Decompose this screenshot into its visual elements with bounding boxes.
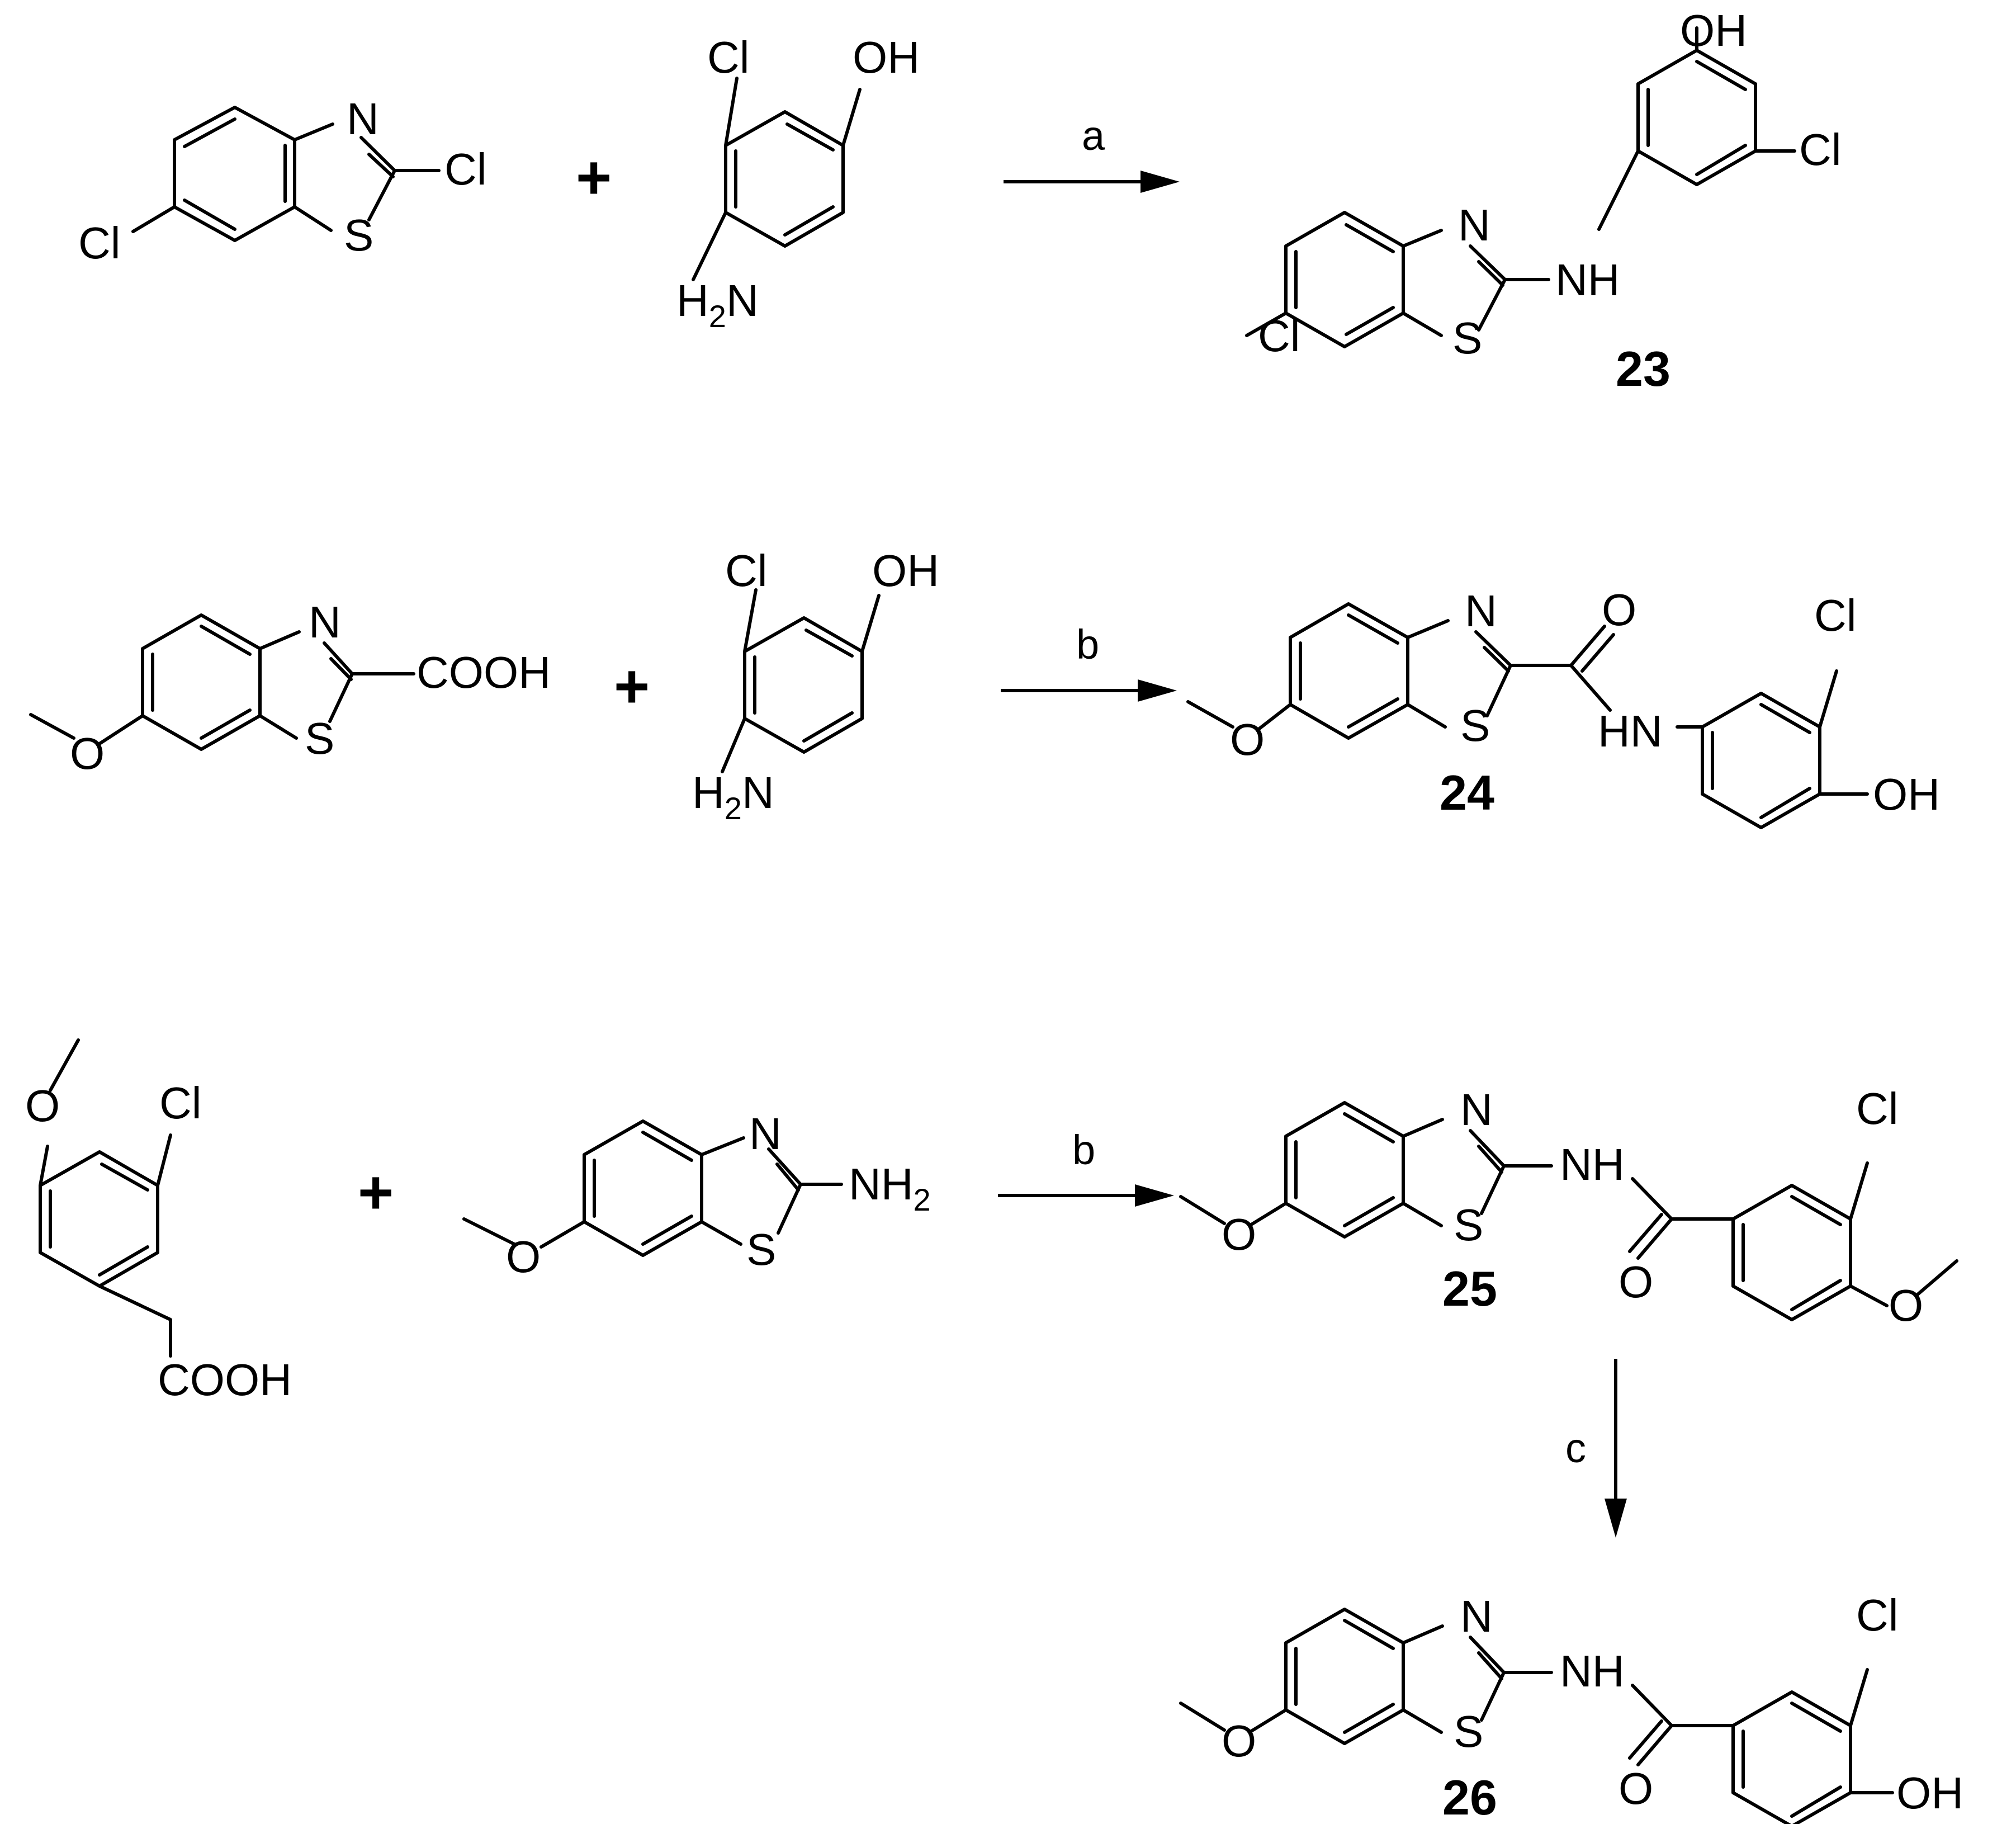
p25-atom-nh: NH xyxy=(1560,1140,1625,1189)
p25-atom-cl: Cl xyxy=(1856,1084,1899,1133)
p26-atom-o-methoxy: O xyxy=(1222,1716,1256,1766)
r1-reactant-dichlorobenzothiazole: N S Cl Cl xyxy=(78,94,487,268)
r3-condition: b xyxy=(1072,1127,1095,1173)
p25-atom-o-methoxy: O xyxy=(1222,1209,1256,1259)
p23-atom-oh: OH xyxy=(1680,6,1747,55)
r2-r1-atom-s: S xyxy=(305,713,334,763)
p23-atom-cl6: Cl xyxy=(1258,311,1300,361)
bonds xyxy=(692,77,862,281)
compound-label-23: 23 xyxy=(1616,341,1670,396)
r3-arrow-head xyxy=(1135,1184,1174,1207)
r1-plus: + xyxy=(576,143,612,212)
r3-r1-atom-cl: Cl xyxy=(159,1078,202,1128)
reaction-3: O Cl COOH + N S O NH2 b N S O NH O Cl xyxy=(25,1038,1958,1405)
r3-reactant-chloromethoxybenzoic-acid: O Cl COOH xyxy=(25,1038,292,1405)
r1-r2-atom-h2n: H2N xyxy=(676,276,759,334)
p26-atom-nh: NH xyxy=(1560,1646,1625,1696)
p25-atom-s: S xyxy=(1454,1200,1483,1250)
reaction-1: N S Cl Cl + Cl OH H2N a N S NH OH Cl Cl xyxy=(78,6,1842,396)
r3-arrow: b xyxy=(998,1127,1174,1207)
r1-product-23: N S NH OH Cl Cl 23 xyxy=(1245,6,1842,396)
r2-r1-atom-n: N xyxy=(309,597,341,647)
reaction-4: c N S O NH O Cl OH 26 xyxy=(1179,1359,1963,1824)
p24-atom-hn: HN xyxy=(1598,706,1663,756)
r3-r2-atom-n: N xyxy=(749,1109,782,1159)
compound-label-24: 24 xyxy=(1440,765,1494,820)
p24-atom-o-methoxy: O xyxy=(1230,715,1265,764)
p23-atom-cl-ring: Cl xyxy=(1799,125,1842,174)
p24-atom-n: N xyxy=(1465,586,1497,636)
bonds xyxy=(721,588,881,773)
p24-atom-cl: Cl xyxy=(1814,590,1857,640)
r1-r1-atom-s: S xyxy=(344,210,373,260)
r2-reactant-aminochlorophenol: Cl OH H2N xyxy=(692,546,939,826)
p26-atom-s: S xyxy=(1454,1707,1483,1756)
bonds xyxy=(1186,602,1869,829)
r1-r2-atom-oh: OH xyxy=(853,32,920,82)
bonds xyxy=(1245,26,1796,348)
r1-r1-atom-cl6: Cl xyxy=(78,218,121,268)
r3-r2-atom-s: S xyxy=(746,1225,776,1274)
r3-product-25: N S O NH O Cl O 25 xyxy=(1179,1084,1958,1330)
r4-arrow: c xyxy=(1565,1359,1627,1538)
r4-condition: c xyxy=(1565,1425,1586,1471)
r4-arrow-head xyxy=(1605,1499,1627,1538)
p25-atom-o-carbonyl: O xyxy=(1619,1257,1653,1307)
p26-atom-cl: Cl xyxy=(1856,1590,1899,1640)
compound-label-26: 26 xyxy=(1442,1770,1497,1824)
r3-r2-atom-nh2: NH2 xyxy=(849,1159,931,1217)
r2-r1-atom-cooh: COOH xyxy=(417,648,551,697)
r1-condition: a xyxy=(1082,112,1105,159)
p26-atom-oh: OH xyxy=(1896,1768,1963,1818)
bonds xyxy=(1179,1608,1894,1824)
r2-r1-atom-o: O xyxy=(70,729,105,778)
r2-condition: b xyxy=(1076,621,1099,668)
p25-atom-n: N xyxy=(1460,1085,1493,1135)
r3-r1-atom-o: O xyxy=(25,1081,60,1131)
p26-atom-n: N xyxy=(1460,1591,1493,1641)
reaction-2: N S O COOH + Cl OH H2N b N S O O HN Cl xyxy=(29,546,1940,829)
r3-plus: + xyxy=(358,1158,394,1227)
p23-atom-s: S xyxy=(1452,313,1482,363)
r3-reactant-aminomethoxybenzothiazole: N S O NH2 xyxy=(462,1109,931,1282)
r1-arrow: a xyxy=(1004,112,1180,193)
r2-arrow: b xyxy=(1001,621,1177,702)
r3-r2-atom-o: O xyxy=(506,1232,541,1282)
r1-reactant-aminochlorophenol: Cl OH H2N xyxy=(676,32,920,334)
r2-reactant-methoxybenzothiazole-acid: N S O COOH xyxy=(29,597,551,778)
r1-arrow-head xyxy=(1140,171,1180,193)
p26-atom-o-carbonyl: O xyxy=(1619,1764,1653,1813)
bonds xyxy=(131,106,441,242)
bonds xyxy=(29,613,415,751)
r3-r1-atom-cooh: COOH xyxy=(158,1355,292,1405)
r2-r2-atom-oh: OH xyxy=(872,546,939,596)
r1-r1-atom-cl2: Cl xyxy=(444,144,487,194)
r2-product-24: N S O O HN Cl OH 24 xyxy=(1186,585,1940,829)
bonds xyxy=(1179,1101,1958,1321)
compound-label-25: 25 xyxy=(1442,1261,1497,1316)
p23-atom-n: N xyxy=(1458,200,1490,250)
r1-r1-atom-n: N xyxy=(347,94,379,144)
bonds xyxy=(462,1119,843,1257)
r1-r2-atom-cl: Cl xyxy=(707,32,750,82)
r2-r2-atom-h2n: H2N xyxy=(692,768,774,826)
r2-plus: + xyxy=(614,652,650,721)
r4-product-26: N S O NH O Cl OH 26 xyxy=(1179,1590,1963,1824)
r2-arrow-head xyxy=(1138,679,1177,702)
p24-atom-oh: OH xyxy=(1873,769,1940,819)
r2-r2-atom-cl: Cl xyxy=(725,546,768,596)
p23-atom-nh: NH xyxy=(1555,255,1620,305)
p24-atom-s: S xyxy=(1460,701,1490,750)
p24-atom-o-carbonyl: O xyxy=(1602,585,1636,635)
bonds xyxy=(39,1038,172,1358)
p25-atom-o-methoxy2: O xyxy=(1889,1280,1923,1330)
